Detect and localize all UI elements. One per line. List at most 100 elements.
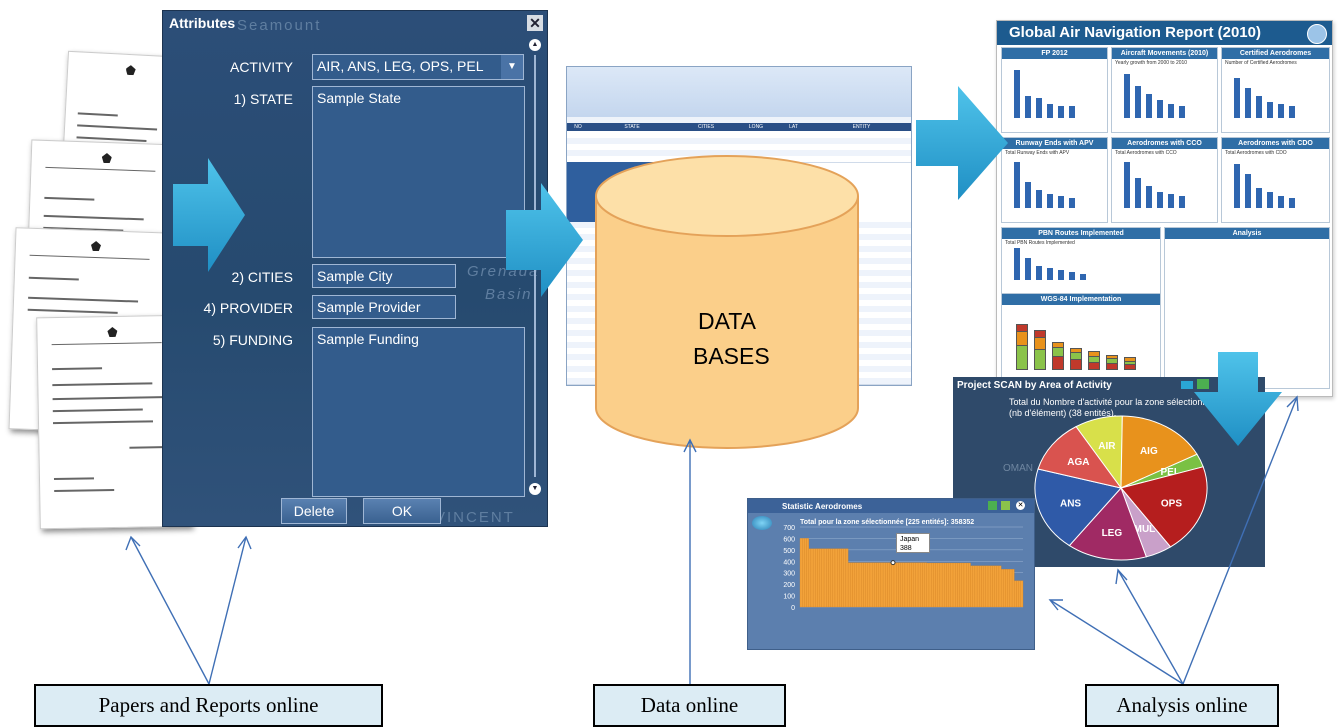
pie-slice-label: PEL [1161, 467, 1180, 478]
report-bar [1025, 258, 1031, 280]
map-watermark: Seamount [237, 17, 322, 34]
cities-input[interactable]: Sample City [312, 264, 456, 288]
report-bar [1025, 96, 1031, 118]
provider-input[interactable]: Sample Provider [312, 295, 456, 319]
chevron-down-icon[interactable]: ▼ [501, 55, 523, 79]
pie-slice-label: OPS [1161, 498, 1182, 509]
state-label: 1) STATE [233, 91, 293, 107]
report-bar [1245, 174, 1251, 208]
cities-label: 2) CITIES [231, 269, 293, 285]
report-bar [1058, 196, 1064, 208]
delete-button[interactable]: Delete [281, 498, 347, 524]
report-bar [1070, 347, 1082, 354]
spreadsheet-column-header[interactable]: NO [567, 123, 589, 131]
report-bar [1278, 196, 1284, 208]
report-panel-subtitle: Yearly growth from 2000 to 2010 [1115, 60, 1188, 66]
report-bar [1088, 351, 1100, 357]
flow-arrow-right [916, 86, 1008, 200]
report-bar [1080, 274, 1086, 280]
database-cylinder [595, 155, 859, 449]
report-bar [1135, 178, 1141, 208]
pie-slice[interactable] [1120, 466, 1208, 548]
report-panel: Aircraft Movements (2010)Yearly growth f… [1111, 47, 1218, 133]
stat-tooltip: Japan 388 [896, 533, 930, 553]
scroll-down-icon[interactable]: ▼ [529, 483, 541, 495]
database-label-line1: DATA [698, 308, 756, 334]
report-bar [1267, 102, 1273, 118]
report-bar [1036, 98, 1042, 118]
y-tick-label: 600 [783, 536, 795, 543]
ok-button[interactable]: OK [363, 498, 441, 524]
report-panel: FP 2012 [1001, 47, 1108, 133]
close-icon[interactable]: ✕ [1016, 501, 1025, 510]
pie-slice[interactable] [1037, 425, 1123, 489]
spreadsheet-column-header[interactable]: STATE [589, 123, 675, 131]
spreadsheet-column-header[interactable]: CITIES [675, 123, 737, 131]
pie-slice[interactable] [1034, 468, 1122, 547]
flow-arrow-down [1194, 352, 1282, 446]
statistic-aerodromes-panel: Statistic Aerodromes ✕ Total pour la zon… [747, 498, 1035, 650]
funding-textarea[interactable]: Sample Funding [312, 327, 525, 497]
report-bar [1106, 354, 1118, 360]
report-panel-title: Aerodromes with CCO [1112, 138, 1217, 149]
report-panel-title: Aircraft Movements (2010) [1112, 48, 1217, 59]
report-bar [1047, 194, 1053, 208]
report-bar [1179, 196, 1185, 208]
air-navigation-report: Global Air Navigation Report (2010) FP 2… [996, 20, 1333, 397]
flow-arrow-right [506, 183, 583, 297]
scroll-up-icon[interactable]: ▲ [529, 39, 541, 51]
report-bar [1157, 192, 1163, 208]
state-textarea[interactable]: Sample State [312, 86, 525, 258]
bar-chart-icon[interactable] [1197, 379, 1209, 389]
report-panel-title: PBN Routes Implemented [1002, 228, 1160, 239]
report-panel-title: Aerodromes with CDO [1222, 138, 1329, 149]
report-bar [1234, 78, 1240, 118]
report-bar [1267, 192, 1273, 208]
globe-icon [1307, 24, 1327, 44]
report-panel-subtitle: Total Aerodromes with CDO [1225, 150, 1287, 156]
report-bar [1245, 88, 1251, 118]
pie-slice-label: AGA [1067, 457, 1089, 468]
provider-label: 4) PROVIDER [203, 300, 293, 316]
report-bar [1234, 164, 1240, 208]
close-icon[interactable]: ✕ [527, 15, 543, 31]
label-data-online: Data online [593, 684, 786, 727]
report-bar [1256, 188, 1262, 208]
report-bar [1168, 194, 1174, 208]
pointer-arrows [125, 395, 1299, 685]
y-tick-label: 700 [783, 525, 795, 532]
spreadsheet-column-header[interactable]: ENTITY [812, 123, 911, 131]
activity-value: AIR, ANS, LEG, OPS, PEL [317, 58, 484, 74]
y-tick-label: 100 [783, 594, 795, 601]
report-bar [1146, 94, 1152, 118]
bar-chart-icon[interactable] [988, 501, 997, 510]
report-panel-title: Analysis [1165, 228, 1329, 239]
image-icon[interactable] [1001, 501, 1010, 510]
report-bar [1014, 162, 1020, 208]
report-panel-subtitle: Number of Certified Aerodromes [1225, 60, 1297, 66]
window-controls[interactable]: ✕ [988, 501, 1030, 511]
pie-slice-label: AIR [1098, 441, 1116, 452]
chart-toolbar-icon[interactable] [1181, 381, 1193, 389]
stat-subtitle: Total pour la zone sélectionnée [225 ent… [800, 519, 975, 526]
pie-chart-panel: Project SCAN by Area of Activity Total d… [953, 377, 1265, 567]
database-label-line2: BASES [693, 343, 770, 369]
report-bar [1014, 70, 1020, 118]
report-bar [1157, 100, 1163, 118]
report-panel-subtitle: Total Runway Ends with APV [1005, 150, 1070, 156]
spreadsheet-column-header[interactable]: LAT [775, 123, 812, 131]
spreadsheet-column-header[interactable]: LONG [737, 123, 775, 131]
activity-select[interactable]: AIR, ANS, LEG, OPS, PEL ▼ [312, 54, 524, 80]
report-bar [1058, 270, 1064, 280]
spreadsheet-ribbon [567, 67, 911, 117]
stat-bar[interactable] [1020, 580, 1024, 608]
pie-slice[interactable] [1068, 487, 1147, 561]
report-bar [1278, 104, 1284, 118]
globe-icon [752, 516, 772, 530]
pie-slice[interactable] [1120, 415, 1198, 489]
report-bar [1135, 86, 1141, 118]
report-bar [1069, 106, 1075, 118]
